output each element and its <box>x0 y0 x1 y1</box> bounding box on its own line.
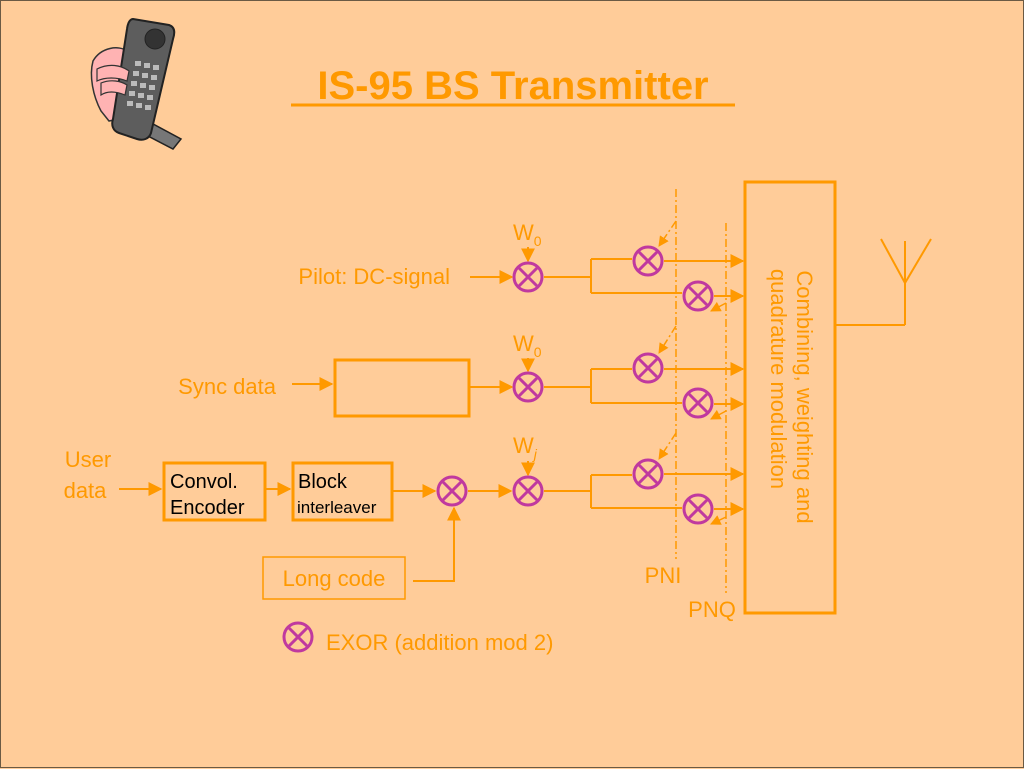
legend-label: EXOR (addition mod 2) <box>326 630 553 655</box>
antenna-icon <box>835 238 932 326</box>
xor-sync-pnq-icon <box>682 387 714 419</box>
conv-encoder-block <box>162 461 267 522</box>
walsh-user-label: Wj <box>513 433 538 462</box>
xor-sync-pni-icon <box>632 352 664 384</box>
long-code-block <box>262 556 406 600</box>
combiner-label-line2: quadrature modulation <box>766 269 791 489</box>
combiner-label-line1: Combining, weighting and <box>792 270 817 523</box>
walsh-pilot-label: W0 <box>513 220 542 249</box>
xor-user-pnq-icon <box>682 493 714 525</box>
xor-circle-icon <box>282 621 314 653</box>
block-interleaver-line1: Block <box>298 471 348 493</box>
pilot-label: Pilot: DC-signal <box>298 264 450 289</box>
sync-label: Sync data <box>178 374 277 399</box>
walsh-sync-label: W0 <box>513 331 542 360</box>
conv-encoder-line1: Convol. <box>170 471 238 493</box>
long-code-label: Long code <box>283 566 386 591</box>
user-label-line1: User <box>65 447 111 472</box>
phone-in-hand-icon <box>90 17 183 150</box>
xor-pilot-pni-icon <box>632 245 664 277</box>
user-label-line2: data <box>64 478 108 503</box>
xor-pilot-pnq-icon <box>682 280 714 312</box>
xor-sync-walsh-icon <box>512 371 544 403</box>
pnq-label: PNQ <box>688 597 736 622</box>
xor-pilot-walsh-icon <box>512 261 544 293</box>
conv-encoder-line2: Encoder <box>170 497 245 519</box>
legend: EXOR (addition mod 2) <box>282 621 553 655</box>
xor-long-code-icon <box>436 475 468 507</box>
xor-user-pni-icon <box>632 458 664 490</box>
pni-label: PNI <box>645 563 682 588</box>
user-row: User data Convol. Encoder Block interlea… <box>64 432 745 600</box>
sync-row: Sync data W0 <box>178 325 745 420</box>
xor-user-walsh-icon <box>512 475 544 507</box>
sync-block <box>333 358 471 418</box>
page-title: IS-95 BS Transmitter <box>317 64 708 108</box>
combiner-block <box>743 180 837 615</box>
block-interleaver-line2: interleaver <box>297 498 377 517</box>
pilot-row: Pilot: DC-signal W0 <box>298 220 745 312</box>
